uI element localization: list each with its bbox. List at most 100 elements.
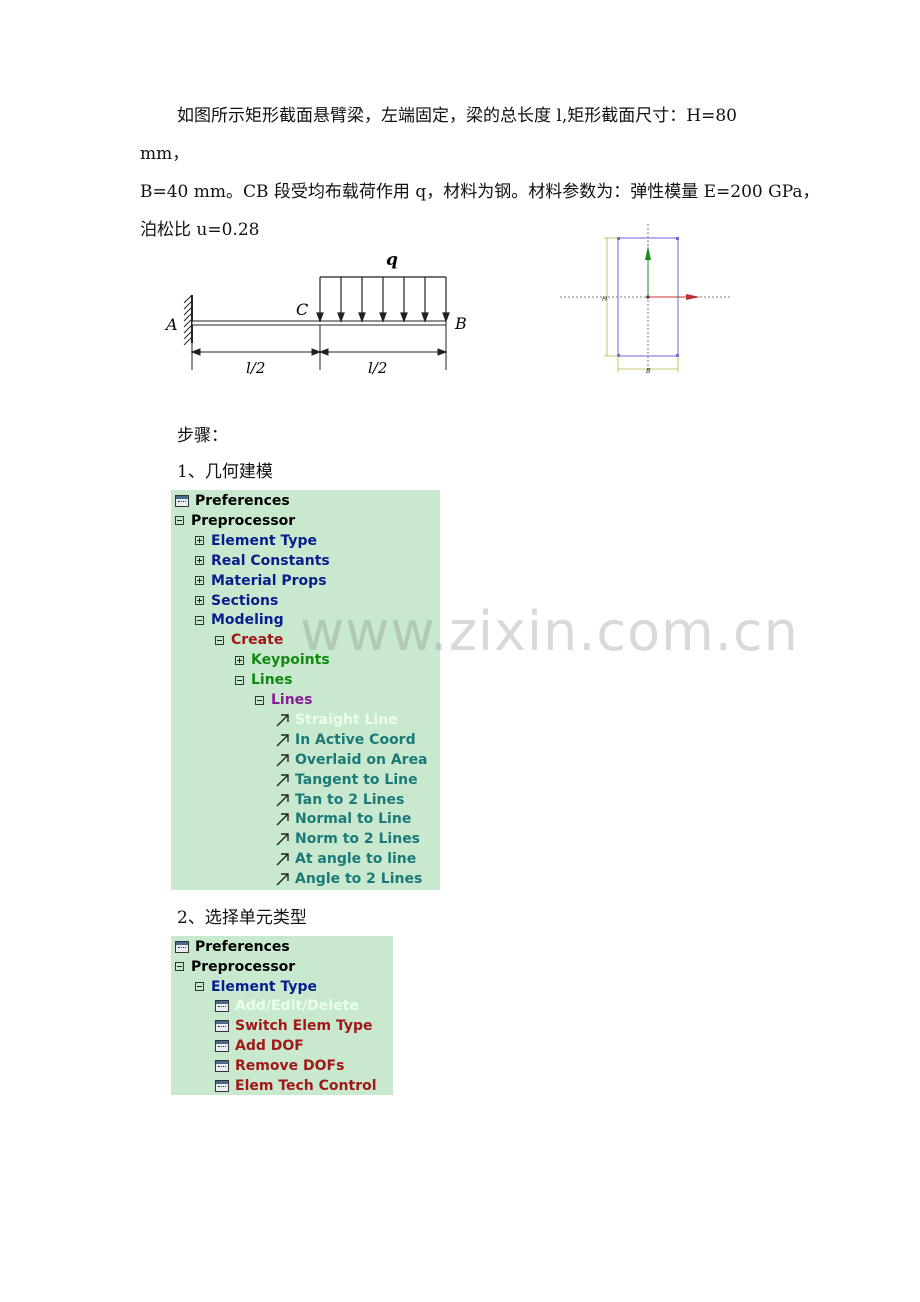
tree-item-label: Preferences — [195, 939, 290, 955]
tree-item-label: Modeling — [211, 612, 284, 629]
intro-line-1: 如图所示矩形截面悬臂梁，左端固定，梁的总长度 l,矩形截面尺寸：H=80 mm， — [140, 106, 737, 164]
tree-item-label: Overlaid on Area — [295, 751, 428, 768]
tree-item[interactable]: Keypoints — [235, 650, 330, 670]
tree-item-label: Add/Edit/Delete — [235, 998, 359, 1015]
arrow-icon[interactable] — [275, 792, 291, 808]
step2-title: 2、选择单元类型 — [177, 908, 307, 928]
plus-box-icon[interactable] — [195, 556, 204, 566]
minus-box-icon[interactable] — [175, 516, 184, 526]
tree-item[interactable]: Preprocessor — [175, 957, 295, 977]
tree-item[interactable]: Switch Elem Type — [215, 1016, 373, 1036]
section-width-label: B — [646, 367, 651, 375]
tree-item[interactable]: Normal to Line — [275, 809, 411, 829]
watermark: www.zixin.com.cn — [300, 600, 799, 663]
load-label: q — [386, 250, 398, 270]
arrow-icon[interactable] — [275, 831, 291, 847]
tree-item[interactable]: Real Constants — [195, 551, 330, 571]
arrow-icon[interactable] — [275, 772, 291, 788]
tree-item[interactable]: Modeling — [195, 610, 284, 630]
window-icon[interactable] — [215, 1000, 229, 1013]
tree-item[interactable]: Lines — [235, 670, 293, 690]
tree-item-label: Lines — [271, 692, 313, 708]
tree-item-label: Sections — [211, 592, 279, 609]
tree-item[interactable]: Preprocessor — [175, 511, 295, 531]
tree-item-label: Preprocessor — [191, 512, 296, 529]
tree-item[interactable]: Preferences — [175, 491, 290, 511]
point-a-label: A — [164, 315, 178, 334]
tree-item-label: Element Type — [211, 978, 318, 995]
tree-item-label: At angle to line — [295, 851, 417, 868]
tree-item[interactable]: Preferences — [175, 937, 290, 957]
minus-box-icon[interactable] — [195, 982, 204, 992]
arrow-icon[interactable] — [275, 851, 291, 867]
minus-box-icon[interactable] — [215, 635, 224, 645]
tree-item[interactable]: Add/Edit/Delete — [215, 996, 359, 1016]
distributed-load — [316, 276, 450, 323]
plus-box-icon[interactable] — [235, 655, 244, 665]
window-icon[interactable] — [215, 1040, 229, 1052]
arrow-icon[interactable] — [275, 732, 291, 748]
intro-line-2: B=40 mm。CB 段受均布载荷作用 q，材料为钢。材料参数为：弹性模量 E=… — [140, 182, 820, 202]
steps-heading: 步骤： — [177, 426, 228, 446]
tree-item[interactable]: Angle to 2 Lines — [275, 869, 422, 889]
minus-box-icon[interactable] — [255, 695, 264, 705]
window-icon[interactable] — [215, 1020, 229, 1033]
tree-item-label: Normal to Line — [295, 811, 412, 828]
tree-item[interactable]: At angle to line — [275, 849, 416, 869]
tree-item-label: Material Props — [211, 572, 327, 589]
tree-item[interactable]: Tangent to Line — [275, 770, 418, 790]
window-icon[interactable] — [175, 495, 189, 507]
tree-item[interactable]: Remove DOFs — [215, 1056, 344, 1076]
plus-box-icon[interactable] — [195, 536, 204, 546]
tree-item[interactable]: Element Type — [195, 977, 317, 997]
plus-box-icon[interactable] — [195, 576, 204, 586]
tree-item-label: Norm to 2 Lines — [295, 831, 421, 848]
tree-item-label: Tan to 2 Lines — [295, 791, 405, 808]
tree-item-label: Lines — [251, 672, 293, 689]
tree-item[interactable]: Norm to 2 Lines — [275, 829, 420, 849]
tree-item[interactable]: Create — [215, 630, 283, 650]
minus-box-icon[interactable] — [175, 962, 184, 972]
dim-right-label: l/2 — [368, 359, 387, 377]
tree-item[interactable]: Overlaid on Area — [275, 750, 428, 770]
tree-item[interactable]: Elem Tech Control — [215, 1076, 377, 1096]
tree-item[interactable]: Straight Line — [275, 710, 398, 730]
tree-item-label: In Active Coord — [295, 731, 416, 748]
tree-item-label: Preferences — [195, 493, 290, 509]
cantilever-beam-figure: q A C B l/2 l/2 — [164, 250, 467, 377]
tree-item[interactable]: In Active Coord — [275, 730, 416, 750]
tree-item-label: Elem Tech Control — [235, 1077, 377, 1094]
arrow-icon[interactable] — [275, 752, 291, 768]
tree-item-label: Angle to 2 Lines — [295, 871, 423, 888]
tree-item[interactable]: Lines — [255, 690, 313, 710]
tree-item[interactable]: Tan to 2 Lines — [275, 790, 404, 810]
tree-item[interactable]: Add DOF — [215, 1036, 304, 1056]
minus-box-icon[interactable] — [235, 675, 244, 685]
tree-item-label: Switch Elem Type — [235, 1018, 373, 1035]
tree-item-label: Keypoints — [251, 652, 330, 669]
tree-item-label: Create — [231, 632, 284, 649]
intro-line-3: 泊松比 u=0.28 — [140, 220, 260, 240]
window-icon[interactable] — [175, 941, 189, 953]
tree-item[interactable]: Material Props — [195, 571, 327, 591]
tree-item[interactable]: Element Type — [195, 531, 317, 551]
plus-box-icon[interactable] — [195, 596, 204, 605]
tree-item-label: Straight Line — [295, 711, 398, 728]
tree-item[interactable]: Sections — [195, 591, 278, 611]
window-icon[interactable] — [215, 1079, 229, 1092]
tree-item-label: Add DOF — [235, 1038, 304, 1054]
arrow-icon[interactable] — [275, 871, 291, 887]
tree-item-label: Tangent to Line — [295, 771, 418, 788]
step1-title: 1、几何建模 — [177, 462, 273, 482]
arrow-icon[interactable] — [275, 811, 291, 827]
minus-box-icon[interactable] — [195, 615, 204, 625]
beam — [191, 320, 447, 326]
dim-left-label: l/2 — [246, 359, 265, 377]
tree-item-label: Element Type — [211, 532, 318, 549]
window-icon[interactable] — [215, 1059, 229, 1072]
fixed-support — [183, 294, 193, 346]
arrow-icon[interactable] — [275, 712, 291, 728]
tree-item-label: Preprocessor — [191, 958, 296, 975]
